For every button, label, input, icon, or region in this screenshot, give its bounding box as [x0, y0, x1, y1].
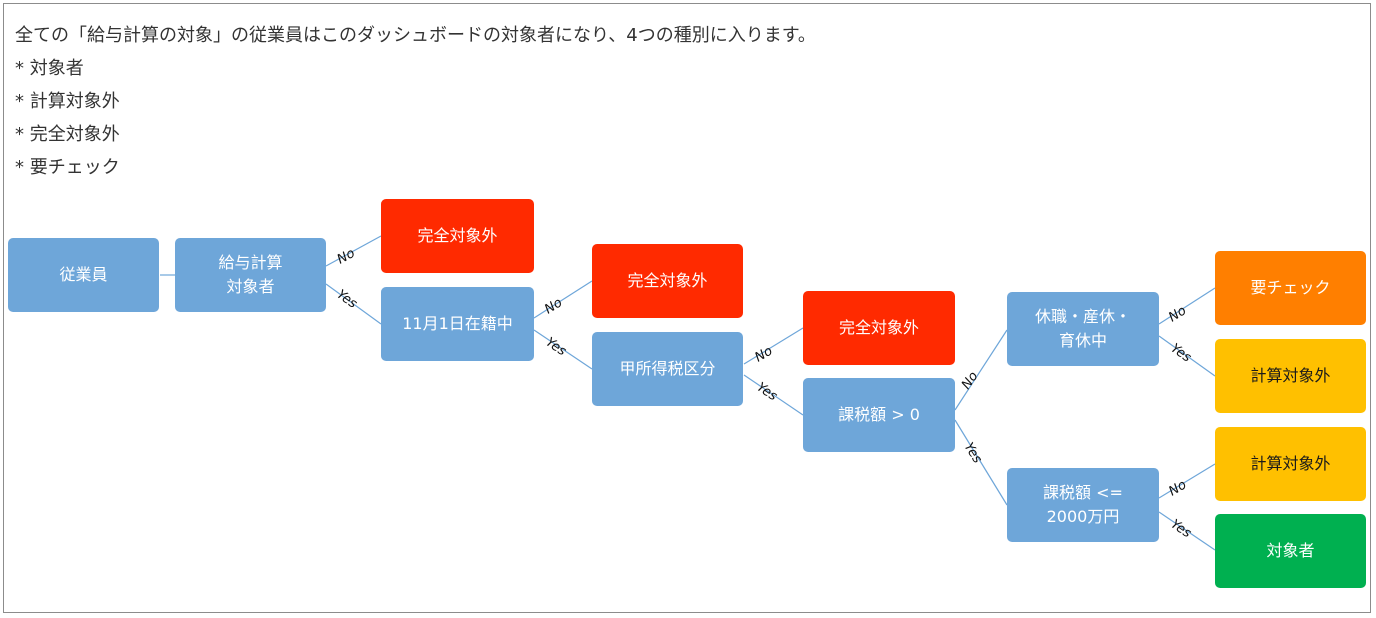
- category-item-fully-excluded: * 完全対象外: [15, 124, 120, 145]
- node-payroll-target: 給与計算 対象者: [175, 238, 326, 312]
- intro-sentence: 全ての「給与計算の対象」の従業員はこのダッシュボードの対象者になり、4つの種別に…: [15, 25, 816, 46]
- category-item-needs-check: * 要チェック: [15, 157, 120, 178]
- edge-label-no: No: [1166, 477, 1189, 499]
- edge-label-no: No: [959, 369, 981, 392]
- edge-label-yes: Yes: [754, 380, 780, 404]
- edge-taxclass-no: [743, 327, 804, 365]
- node-employee: 従業員: [8, 238, 159, 312]
- intro-text-block: 全ての「給与計算の対象」の従業員はこのダッシュボードの対象者になり、4つの種別に…: [15, 19, 816, 184]
- node-on-leave: 休職・産休・ 育休中: [1007, 292, 1159, 366]
- edge-leave-yes: [1158, 335, 1216, 377]
- edge-payroll-yes: [325, 283, 382, 325]
- edge-enrolled-no: [533, 280, 593, 319]
- edge-limit-no: [1158, 463, 1216, 499]
- edge-label-no: No: [542, 295, 565, 317]
- node-taxable-limit: 課税額 <= 2000万円: [1007, 468, 1159, 542]
- edge-label-no: No: [335, 246, 358, 268]
- edge-label-yes: Yes: [334, 287, 360, 312]
- node-calc-excluded-1: 計算対象外: [1215, 339, 1366, 413]
- edge-enrolled-yes: [533, 329, 593, 370]
- edge-taxclass-yes: [743, 374, 804, 416]
- node-fully-excluded-2: 完全対象外: [592, 244, 743, 318]
- edge-taxable-yes: [954, 419, 1008, 506]
- edge-taxable-no: [954, 329, 1008, 411]
- node-tax-class: 甲所得税区分: [592, 332, 743, 406]
- node-fully-excluded-1: 完全対象外: [381, 199, 534, 273]
- edge-payroll-no: [325, 235, 382, 267]
- node-enrolled-nov1: 11月1日在籍中: [381, 287, 534, 361]
- node-taxable-gt0: 課税額 > 0: [803, 378, 955, 452]
- node-calc-excluded-2: 計算対象外: [1215, 427, 1366, 501]
- node-target: 対象者: [1215, 514, 1366, 588]
- category-item-target: * 対象者: [15, 58, 84, 79]
- node-needs-check: 要チェック: [1215, 251, 1366, 325]
- edge-leave-no: [1158, 287, 1216, 325]
- edge-limit-yes: [1158, 511, 1216, 551]
- node-fully-excluded-3: 完全対象外: [803, 291, 955, 365]
- category-item-calc-excluded: * 計算対象外: [15, 91, 120, 112]
